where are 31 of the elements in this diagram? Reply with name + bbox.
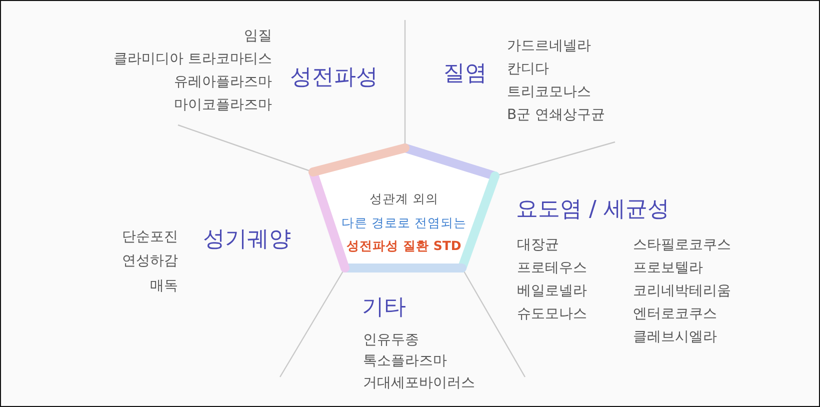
center-text: 다른 경로로 전염되는 [340, 215, 468, 231]
item-text: 프로보텔라 [633, 259, 703, 277]
category-heading: 요도염 / 세균성 [516, 196, 670, 224]
item-text: 연성하감 [122, 252, 178, 270]
category-heading: 기타 [362, 294, 406, 322]
item-text: 매독 [150, 277, 178, 295]
category-heading: 성기궤양 [203, 226, 291, 254]
item-text: 단순포진 [122, 228, 178, 246]
item-text: 톡소플라즈마 [363, 352, 447, 370]
item-text: 베일로넬라 [517, 282, 587, 300]
item-text: 클라미디아 트라코마티스 [114, 50, 272, 68]
center-text: 성전파성 질환 STD [346, 238, 462, 254]
category-heading: 성전파성 [290, 64, 378, 92]
item-text: 프로테우스 [517, 259, 587, 277]
item-text: 클레브시엘라 [633, 328, 717, 346]
item-text: 트리코모나스 [507, 83, 591, 101]
item-text: 코리네박테리움 [633, 282, 731, 300]
item-text: 유레아플라즈마 [174, 73, 272, 91]
item-text: 임질 [244, 27, 272, 45]
item-text: 대장균 [517, 236, 559, 254]
category-heading: 질염 [443, 60, 487, 88]
item-text: 가드르네넬라 [507, 37, 591, 55]
item-text: 슈도모나스 [517, 305, 587, 323]
item-text: 인유두종 [363, 331, 419, 349]
item-text: 엔터로코쿠스 [633, 305, 717, 323]
item-text: 거대세포바이러스 [363, 374, 475, 392]
item-text: 마이코플라즈마 [174, 96, 272, 114]
item-text: 칸디다 [507, 60, 549, 78]
item-text: B군 연쇄상구균 [507, 106, 606, 124]
item-text: 스타필로코쿠스 [633, 236, 731, 254]
center-text: 성관계 외의 [368, 191, 440, 207]
